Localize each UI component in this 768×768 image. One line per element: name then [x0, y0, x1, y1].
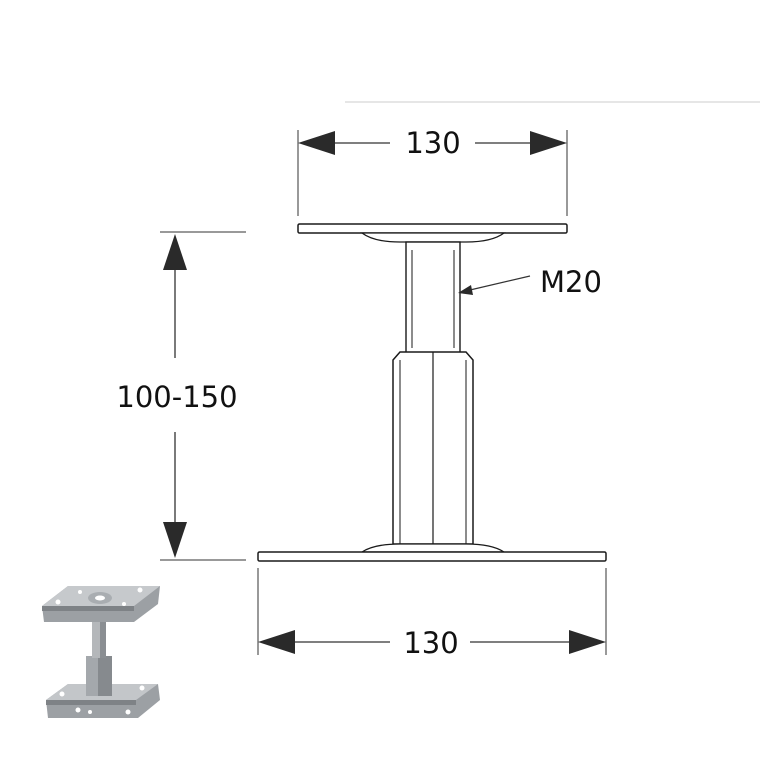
- top-arrow-right-icon: [530, 131, 567, 155]
- threaded-rod: [405, 241, 461, 355]
- top-width-label: 130: [405, 126, 460, 160]
- bottom-plate-collar: [359, 543, 507, 553]
- top-plate: [297, 223, 568, 243]
- height-arrow-up-icon: [163, 234, 187, 270]
- height-arrow-down-icon: [163, 522, 187, 558]
- bottom-width-dimension: 130: [257, 568, 607, 660]
- top-plate-collar: [360, 232, 506, 243]
- bottom-arrow-right-icon: [569, 630, 606, 654]
- bottom-arrow-left-icon: [258, 630, 295, 654]
- bottom-plate: [257, 543, 607, 562]
- height-range-label: 100-150: [116, 380, 237, 414]
- thread-callout: M20: [458, 265, 602, 299]
- bottom-width-label: 130: [403, 626, 458, 660]
- top-arrow-left-icon: [298, 131, 335, 155]
- thread-leader-line: [469, 275, 531, 291]
- top-width-dimension: 130: [297, 126, 568, 216]
- thread-size-label: M20: [540, 265, 602, 299]
- height-dimension: 100-150: [116, 231, 246, 561]
- thread-leader-arrow-icon: [458, 285, 473, 295]
- adjustable-post-base-photo: [42, 586, 160, 718]
- hex-sleeve: [392, 351, 474, 545]
